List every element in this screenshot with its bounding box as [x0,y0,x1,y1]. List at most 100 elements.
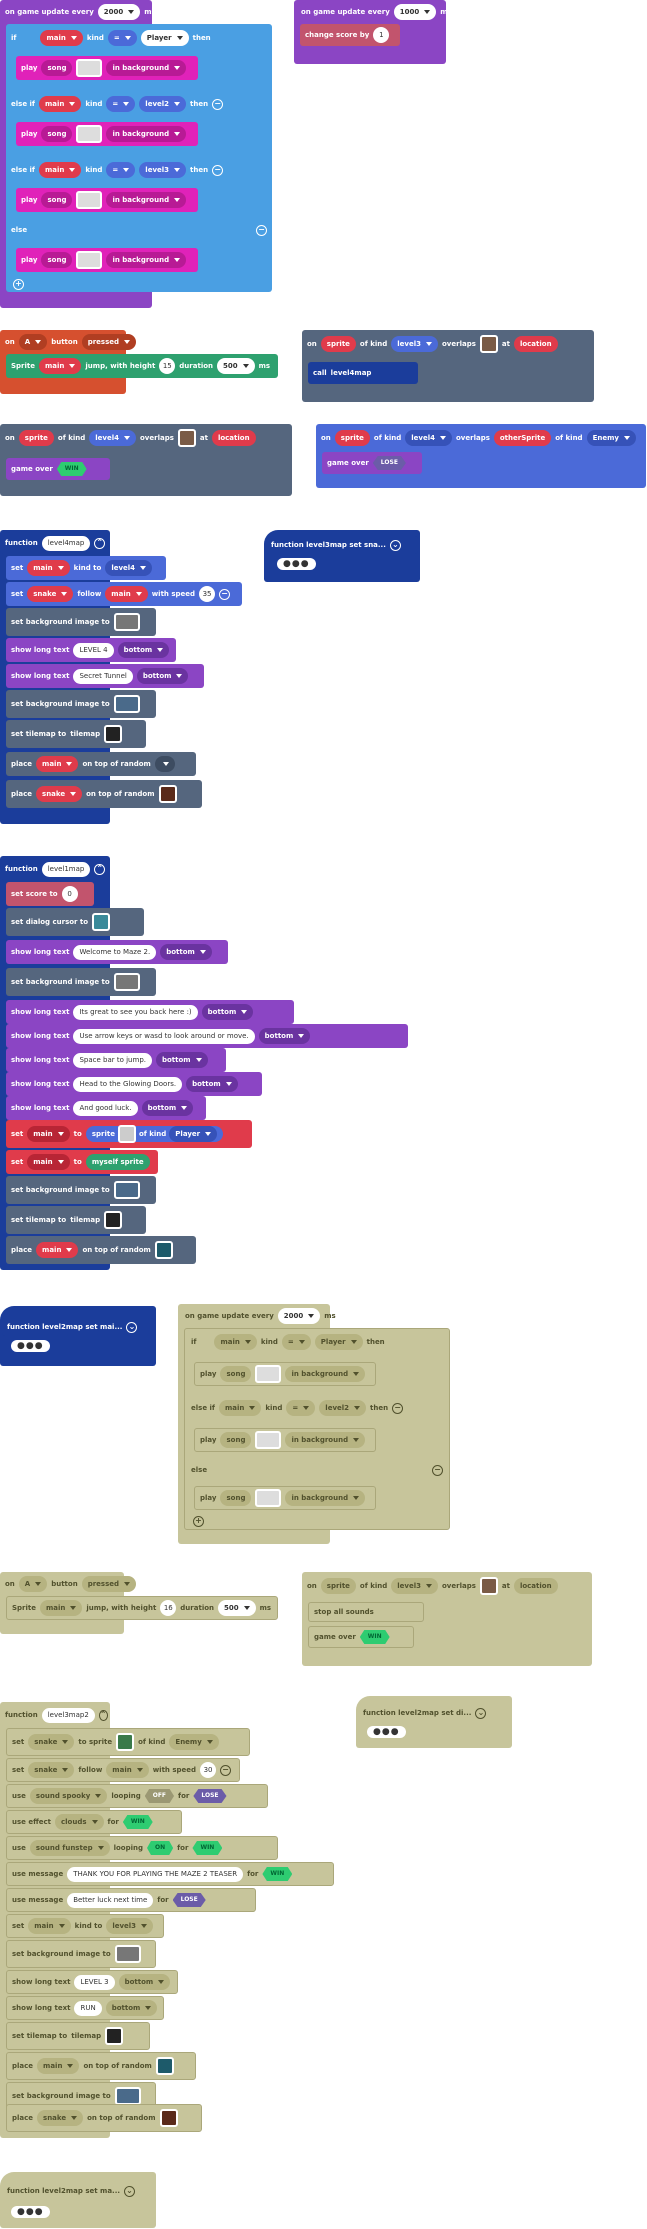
function-level1map-hat[interactable]: function level1map ⌃ [0,858,110,880]
song-image[interactable] [255,1365,282,1383]
play-song-row[interactable]: play song in background [16,188,198,212]
disabled-sprite-jump-row[interactable]: Sprite main jump, with height 16 duratio… [6,1596,278,1620]
in-background-dropdown[interactable]: in background [106,192,187,208]
function-level2map-collapsed[interactable] [0,1306,156,1366]
tile-image[interactable] [158,785,177,803]
disabled-overlap-level3-hat[interactable]: on sprite of kind level3 overlaps at loc… [302,1574,592,1598]
disabled-set-tilemap-row[interactable]: set tilemap to tilemap [6,2022,150,2050]
level2-kind-dropdown[interactable]: level2 [319,1400,367,1416]
text-input[interactable]: LEVEL 4 [73,642,114,658]
collapse-icon[interactable]: ⌃ [94,537,105,549]
disabled-if-row[interactable]: if main kind = Player then [186,1330,448,1354]
overlap-level3-hat[interactable]: on sprite of kind level3 overlaps at loc… [302,332,594,356]
duration-dropdown[interactable]: 500 [218,1600,256,1616]
player-kind-dropdown[interactable]: Player [314,1334,363,1350]
level4-kind-dropdown[interactable]: level4 [89,430,136,446]
tilemap-image[interactable] [104,1211,123,1229]
main-sprite-dropdown[interactable]: main [39,358,82,374]
bg-image[interactable] [114,1945,141,1963]
remove-condition-icon[interactable]: − [212,164,224,176]
more-dots-icon[interactable]: ●●● [11,2206,50,2218]
snake-sprite-dropdown[interactable]: snake [27,586,74,602]
place-row[interactable]: place main on top of random [6,1236,196,1264]
level3-kind-dropdown[interactable]: level3 [106,1918,154,1934]
level3-kind-dropdown[interactable]: level3 [391,1578,438,1594]
collapse-icon[interactable]: ⌃ [98,1709,108,1721]
tile-image[interactable] [155,2057,174,2075]
sprite-creator[interactable]: sprite of kind Player [85,1125,224,1143]
update-interval-dropdown[interactable]: 2000 [277,1308,321,1324]
disabled-follow-row[interactable]: set snake follow main with speed 30 − [6,1758,240,1782]
expand-icon[interactable]: ⌄ [389,539,401,551]
text-input[interactable]: Welcome to Maze 2. [73,944,157,960]
location-variable[interactable]: location [513,1578,558,1594]
add-branch-icon[interactable]: + [13,278,24,290]
disabled-use-sound-row[interactable]: use sound spooky looping OFF for LOSE [6,1784,268,1808]
bg-image[interactable] [113,1181,140,1199]
disabled-set-sprite-row[interactable]: set snake to sprite of kind Enemy [6,1728,250,1756]
if-row[interactable]: if main kind = Player then [6,26,272,50]
level2-kind-dropdown[interactable]: level2 [139,96,187,112]
tile-image[interactable] [479,1577,498,1595]
tile-image[interactable] [159,2109,178,2127]
overlap-level4-hat[interactable]: on sprite of kind level4 overlaps at loc… [0,426,292,450]
sprite-variable[interactable]: sprite [18,430,54,446]
show-long-text-row[interactable]: show long text LEVEL 4 bottom [6,638,176,662]
show-long-text-row[interactable]: show long text Space bar to jump. bottom [6,1048,226,1072]
main-sprite-dropdown[interactable]: main [105,586,148,602]
set-tilemap-row[interactable]: set tilemap to tilemap [6,1206,146,1234]
speed-input[interactable]: 35 [199,586,216,602]
disabled-function-level2map-collapsed-bottom[interactable] [0,2172,156,2228]
else-if-row[interactable]: else if main kind = level3 then − [6,158,272,182]
sound-dropdown[interactable]: sound funstep [29,1840,110,1856]
set-bg-image-row[interactable]: set background image to [6,968,156,996]
main-sprite-dropdown[interactable]: main [36,756,79,772]
tilemap-image[interactable] [104,725,123,743]
song-image[interactable] [76,191,103,209]
in-background-dropdown[interactable]: in background [285,1366,366,1382]
place-row[interactable]: place main on top of random [6,752,196,776]
win-toggle[interactable]: WIN [192,1841,223,1855]
disabled-play-song-row[interactable]: play song in background [194,1362,376,1386]
message-input[interactable]: Better luck next time [67,1892,154,1908]
text-input[interactable]: And good luck. [73,1100,138,1116]
position-dropdown[interactable]: bottom [117,642,170,658]
update-interval-dropdown[interactable]: 2000 [97,4,141,20]
enemy-kind-dropdown[interactable]: Enemy [586,430,636,446]
set-tilemap-row[interactable]: set tilemap to tilemap [6,720,146,748]
remove-condition-icon[interactable]: − [392,1402,404,1414]
add-branch-icon[interactable]: + [193,1515,204,1527]
game-over-row[interactable]: game over LOSE [322,452,422,474]
main-sprite-dropdown[interactable]: main [218,1400,262,1416]
button-dropdown[interactable]: A [18,334,48,350]
show-long-text-row[interactable]: show long text Secret Tunnel bottom [6,664,204,688]
sprite-variable[interactable]: sprite [320,1578,356,1594]
more-dots-icon[interactable]: ●●● [277,558,316,570]
function-level3map-header[interactable]: function level3map set sna... ⌄ [266,536,418,554]
text-input[interactable]: Head to the Glowing Doors. [73,1076,183,1092]
other-sprite-variable[interactable]: otherSprite [493,430,552,446]
change-score-row[interactable]: change score by 1 [300,24,400,46]
lose-toggle[interactable]: LOSE [193,1789,227,1803]
location-variable[interactable]: location [513,336,558,352]
player-kind-dropdown[interactable]: Player [169,1126,218,1142]
disabled-use-message-row[interactable]: use message Better luck next time for LO… [6,1888,256,1912]
button-pressed-hat[interactable]: on A button pressed [0,332,137,352]
looping-toggle[interactable]: OFF [144,1789,175,1803]
text-input[interactable]: LEVEL 3 [74,1974,115,1990]
song-image[interactable] [255,1489,282,1507]
eq-dropdown[interactable]: = [107,30,137,46]
bg-image[interactable] [113,973,140,991]
overlap-enemy-hat[interactable]: on sprite of kind level4 overlaps otherS… [316,426,646,450]
eq-dropdown[interactable]: = [106,96,136,112]
song-image[interactable] [76,125,103,143]
disabled-play-song-row[interactable]: play song in background [194,1486,376,1510]
eq-dropdown[interactable]: = [281,1334,311,1350]
disabled-show-long-text-row[interactable]: show long text LEVEL 3 bottom [6,1970,178,1994]
snake-sprite-dropdown[interactable]: snake [28,1734,75,1750]
bg-image[interactable] [113,613,140,631]
show-long-text-row[interactable]: show long text Head to the Glowing Doors… [6,1072,262,1096]
in-background-dropdown[interactable]: in background [285,1490,366,1506]
show-long-text-row[interactable]: show long text Welcome to Maze 2. bottom [6,940,228,964]
place-row[interactable]: place snake on top of random [6,780,202,808]
